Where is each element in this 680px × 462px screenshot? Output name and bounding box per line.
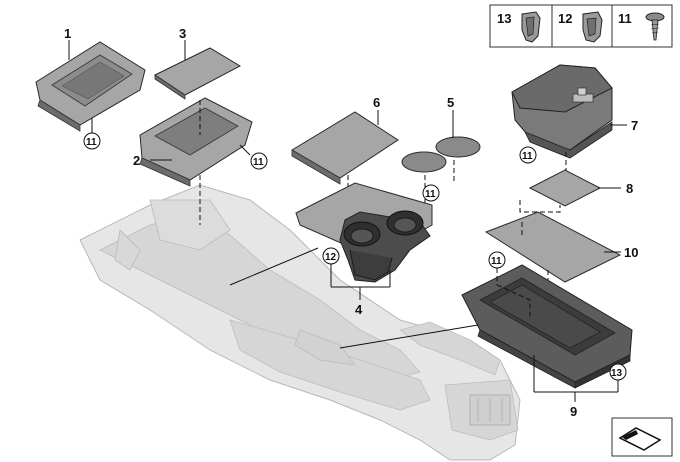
clip-13-icon (521, 11, 541, 43)
part-2-tray (139, 97, 253, 187)
part-1-tray (35, 41, 146, 132)
label-11: 11 (618, 11, 632, 26)
part-9-bin (461, 264, 633, 389)
label-3: 3 (179, 26, 186, 41)
leader-9-console (339, 324, 479, 349)
leader-11b (239, 144, 251, 156)
callout-11-c: 11 (422, 184, 440, 202)
label-8: 8 (626, 181, 633, 196)
svg-text:11: 11 (425, 189, 436, 200)
callout-12: 12 (322, 247, 340, 265)
part-3-mat (153, 47, 242, 100)
part-8-mat (528, 169, 602, 207)
svg-text:11: 11 (86, 137, 97, 148)
svg-text:12: 12 (325, 252, 337, 263)
leader-11e-dash-b (496, 284, 531, 320)
part-7-armrest (511, 64, 613, 159)
label-4: 4 (355, 302, 363, 317)
part-5-inserts (401, 136, 481, 173)
label-7: 7 (631, 118, 638, 133)
leader-4-console (229, 247, 319, 286)
label-5: 5 (447, 95, 454, 110)
leader-8-10-dash (519, 200, 561, 213)
label-12: 12 (558, 11, 572, 26)
label-6: 6 (373, 95, 380, 110)
svg-text:13: 13 (611, 368, 623, 379)
part-4-cupholder (295, 182, 433, 283)
center-console (79, 184, 521, 461)
diagram-orientation-icon (611, 417, 673, 457)
svg-text:11: 11 (522, 151, 533, 162)
svg-text:11: 11 (253, 157, 264, 168)
label-9: 9 (570, 404, 577, 419)
small-parts-box: 13 12 11 (489, 4, 673, 48)
label-2: 2 (133, 153, 140, 168)
callout-13: 13 (609, 363, 627, 381)
callout-11-b: 11 (250, 152, 268, 170)
label-13: 13 (497, 11, 511, 26)
part-6-cover (291, 111, 399, 185)
label-1: 1 (64, 26, 71, 41)
screw-11-icon (645, 12, 665, 41)
callout-11-a: 11 (83, 132, 101, 150)
clip-12-icon (582, 11, 603, 43)
callout-11-d: 11 (519, 146, 537, 164)
label-10: 10 (624, 245, 638, 260)
part-10-mat (484, 211, 622, 283)
callout-11-e: 11 (488, 251, 506, 269)
svg-text:11: 11 (491, 256, 502, 267)
